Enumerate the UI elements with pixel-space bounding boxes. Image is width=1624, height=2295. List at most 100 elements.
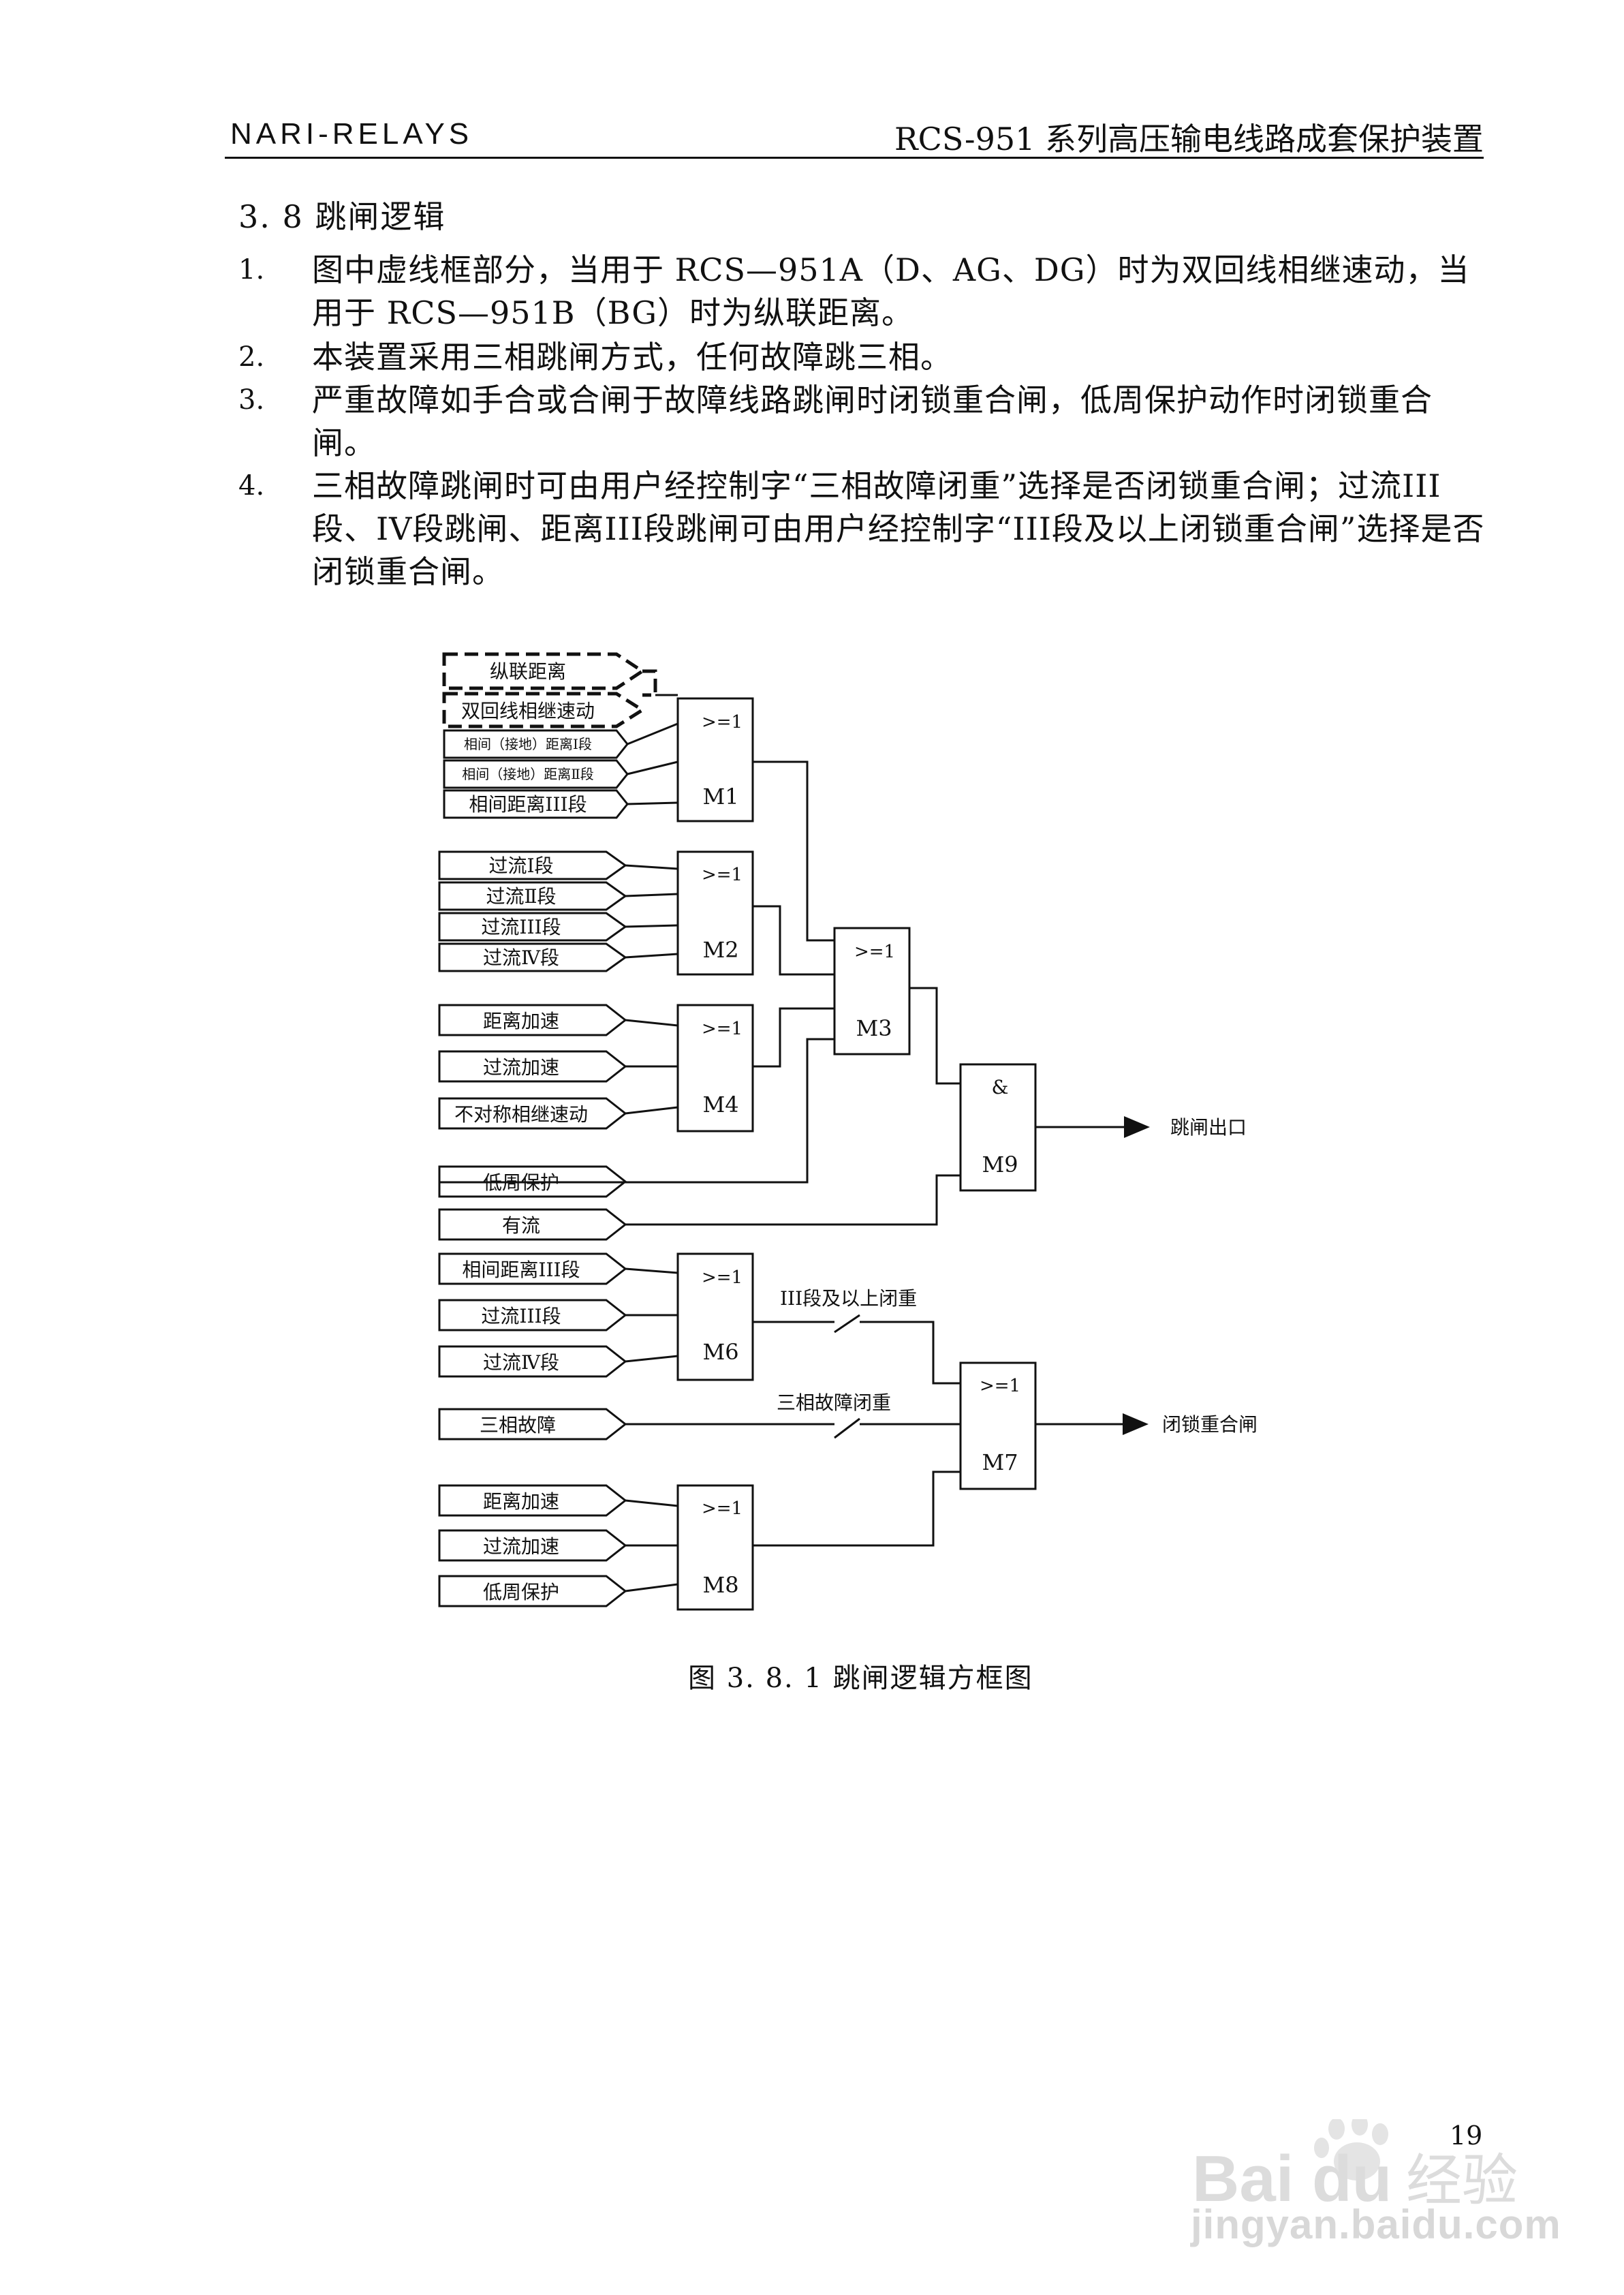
gate-label: M9 <box>982 1152 1018 1177</box>
input-label: 低周保护 <box>483 1581 559 1603</box>
wire <box>625 1267 678 1274</box>
input-tag: 距离加速 <box>438 1484 627 1517</box>
wire <box>625 864 678 870</box>
switch-s1 <box>834 1314 860 1334</box>
wire <box>625 1583 678 1592</box>
output-arrow <box>1124 1116 1150 1138</box>
input-tag: 过流Ⅱ段 <box>438 881 627 911</box>
header-product-title: RCS-951 系列高压输电线路成套保护装置 <box>894 121 1484 157</box>
gate-label: M8 <box>702 1572 738 1598</box>
gate-label: M2 <box>702 937 738 963</box>
gate-m4: >=1 M4 <box>676 1004 754 1133</box>
switch-s2 <box>834 1417 860 1439</box>
note-text: 严重故障如手合或合闸于故障线路跳闸时闭锁重合闸，低周保护动作时闭锁重合闸。 <box>312 382 1433 461</box>
wire <box>625 1106 678 1115</box>
watermark-brand: Bai <box>1192 2142 1294 2215</box>
input-tag: 三相故障 <box>438 1408 627 1441</box>
wire <box>627 801 678 805</box>
wire <box>627 722 678 745</box>
input-label: 过流加速 <box>483 1535 559 1558</box>
input-tag: 低周保护 <box>438 1165 627 1198</box>
baidu-watermark: Bai du 经验 <box>1192 2119 1518 2215</box>
note-number: 2. <box>238 341 265 373</box>
input-label: 相间距离III段 <box>469 793 587 816</box>
wire <box>625 893 678 897</box>
input-label: 纵联距离 <box>490 660 566 683</box>
gate-m8: >=1 M8 <box>676 1484 754 1611</box>
input-label: 过流Ⅱ段 <box>486 885 556 908</box>
input-tag: 相间（接地）距离Ⅱ段 <box>443 759 629 789</box>
input-tag: 相间（接地）距离Ⅰ段 <box>443 729 629 759</box>
wire <box>625 1499 678 1507</box>
input-tag: 过流加速 <box>438 1529 627 1562</box>
note-item: 3. 严重故障如手合或合闸于故障线路跳闸时闭锁重合闸，低周保护动作时闭锁重合闸。 <box>238 379 1485 465</box>
dashed-connector <box>642 669 657 697</box>
input-tag: 纵联距离 <box>442 652 646 690</box>
gate-label: M4 <box>702 1092 738 1118</box>
note-number: 4. <box>238 470 265 502</box>
wire <box>625 1355 678 1363</box>
page-number: 19 <box>1450 2121 1483 2151</box>
input-tag: 有流 <box>438 1208 627 1241</box>
gate-op: >=1 <box>854 942 895 962</box>
input-tag: 过流III段 <box>438 912 627 942</box>
input-tag: 过流III段 <box>438 1299 627 1331</box>
note-text: 图中虚线框部分，当用于 RCS—951A（D、AG、DG）时为双回线相继速动，当… <box>312 251 1470 331</box>
input-label: 过流加速 <box>483 1056 559 1079</box>
wire <box>753 1007 834 1068</box>
header-rule <box>225 157 1484 159</box>
gate-op: >=1 <box>702 712 743 733</box>
input-label: 相间距离III段 <box>462 1259 580 1281</box>
input-label: 过流III段 <box>481 916 561 938</box>
input-tag: 过流加速 <box>438 1050 627 1083</box>
input-label: 过流Ⅳ段 <box>483 946 559 969</box>
switch-label: 三相故障闭重 <box>777 1391 891 1414</box>
input-tag: 相间距离III段 <box>438 1252 627 1285</box>
output-label-trip: 跳闸出口 <box>1170 1116 1247 1139</box>
gate-m6: >=1 M6 <box>676 1252 754 1381</box>
input-tag: 双回线相继速动 <box>442 692 646 728</box>
watermark-brand-cn: 经验 <box>1406 2148 1518 2213</box>
input-tag: 距离加速 <box>438 1004 627 1036</box>
wire <box>625 1019 678 1027</box>
input-label: 过流III段 <box>481 1305 561 1327</box>
gate-op: & <box>992 1076 1009 1098</box>
note-item: 1. 图中虚线框部分，当用于 RCS—951A（D、AG、DG）时为双回线相继速… <box>238 249 1485 335</box>
section-title: 3. 8 跳闸逻辑 <box>238 198 446 235</box>
gate-m1: >=1 M1 <box>676 697 754 822</box>
gate-op: >=1 <box>980 1376 1020 1396</box>
wire <box>860 1321 961 1385</box>
input-tag: 过流Ⅳ段 <box>438 942 627 972</box>
input-tag: 过流Ⅳ段 <box>438 1345 627 1378</box>
note-item: 2. 本装置采用三相跳闸方式，任何故障跳三相。 <box>238 336 1485 379</box>
input-label: 相间（接地）距离Ⅰ段 <box>464 736 592 752</box>
wire <box>753 1470 961 1547</box>
input-label: 三相故障 <box>480 1414 556 1436</box>
input-tag: 不对称相继速动 <box>438 1097 627 1130</box>
note-number: 3. <box>238 384 265 416</box>
input-label: 距离加速 <box>483 1010 559 1032</box>
gate-op: >=1 <box>702 865 743 885</box>
gate-m7: >=1 M7 <box>959 1361 1037 1490</box>
input-label: 距离加速 <box>483 1490 559 1513</box>
note-text: 本装置采用三相跳闸方式，任何故障跳三相。 <box>312 339 952 375</box>
gate-label: M1 <box>702 784 738 810</box>
input-label: 有流 <box>502 1214 540 1237</box>
header-brand: NARI-RELAYS <box>230 117 473 151</box>
gate-m9: & M9 <box>959 1063 1037 1192</box>
wire <box>753 760 834 942</box>
wire <box>625 953 678 959</box>
gate-op: >=1 <box>702 1498 743 1519</box>
paw-icon <box>1328 2119 1345 2140</box>
input-label: 不对称相继速动 <box>454 1103 588 1126</box>
input-label: 过流Ⅳ段 <box>483 1351 559 1374</box>
note-text: 三相故障跳闸时可由用户经控制字“三相故障闭重”选择是否闭锁重合闸；过流III段、… <box>312 467 1485 590</box>
note-item: 4. 三相故障跳闸时可由用户经控制字“三相故障闭重”选择是否闭锁重合闸；过流II… <box>238 465 1485 594</box>
wire <box>753 905 834 976</box>
note-number: 1. <box>238 254 265 286</box>
gate-label: M6 <box>702 1339 738 1365</box>
wire <box>909 987 961 1085</box>
watermark-url: jingyan.baidu.com <box>1191 2202 1561 2247</box>
input-label: 过流Ⅰ段 <box>488 854 553 877</box>
